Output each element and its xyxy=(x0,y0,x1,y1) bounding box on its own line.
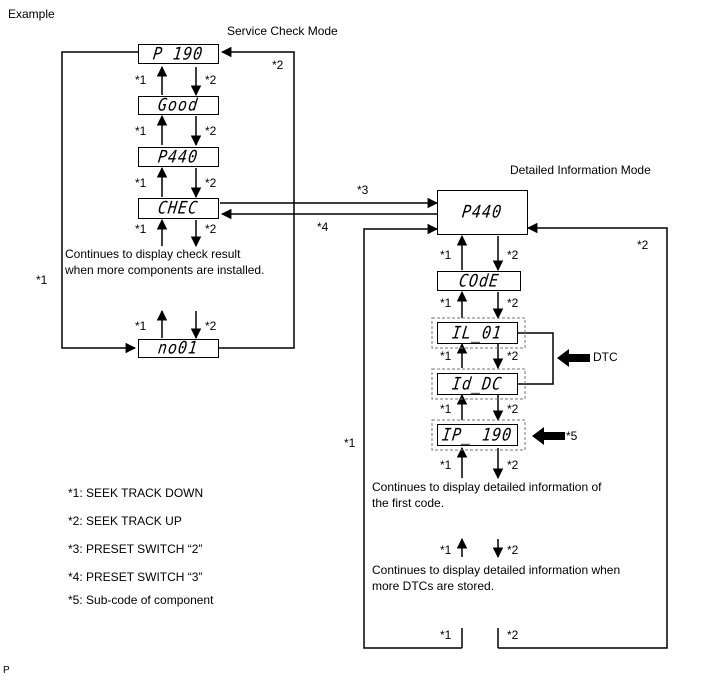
label-s1: *1 xyxy=(36,273,48,287)
detail-note2-line2: more DTCs are stored. xyxy=(372,579,495,593)
display-p440: P440 xyxy=(138,146,219,167)
label-s1: *1 xyxy=(135,73,147,87)
label-s1: *1 xyxy=(135,319,147,333)
display-il01: IL_01 xyxy=(437,322,518,344)
service-note-line2: when more components are installed. xyxy=(65,263,265,277)
detail-mode-title: Detailed Information Mode xyxy=(510,163,651,177)
legend-item-1: *1: SEEK TRACK DOWN xyxy=(68,486,204,500)
label-s1: *1 xyxy=(135,222,147,236)
detail-note1-line2: the first code. xyxy=(372,496,445,510)
label-s1: *1 xyxy=(135,176,147,190)
label-s1: *1 xyxy=(440,458,452,472)
label-s2: *2 xyxy=(507,296,519,310)
label-s1: *1 xyxy=(440,296,452,310)
detail-note1-line1: Continues to display detailed informatio… xyxy=(372,480,602,494)
label-s1: *1 xyxy=(440,543,452,557)
service-note-line1: Continues to display check result xyxy=(65,247,241,261)
label-s3: *3 xyxy=(357,183,369,197)
label-s2: *2 xyxy=(205,222,217,236)
detail-note2-line1: Continues to display detailed informatio… xyxy=(372,563,621,577)
corner-label: P xyxy=(3,665,10,676)
service-mode-title: Service Check Mode xyxy=(227,24,338,38)
label-s1: *1 xyxy=(440,628,452,642)
display-no01: no01 xyxy=(138,338,219,358)
display-iddc: Id_DC xyxy=(437,373,518,395)
label-s2: *2 xyxy=(205,176,217,190)
label-s2: *2 xyxy=(507,543,519,557)
subcode-arrow-icon xyxy=(532,427,565,445)
label-s2: *2 xyxy=(507,349,519,363)
dtc-arrow-icon xyxy=(557,349,590,367)
label-s2: *2 xyxy=(272,58,284,72)
label-s2: *2 xyxy=(205,319,217,333)
dtc-label: DTC xyxy=(593,350,618,364)
label-s2: *2 xyxy=(507,402,519,416)
label-s1: *1 xyxy=(440,402,452,416)
legend-item-2: *2: SEEK TRACK UP xyxy=(68,514,182,528)
label-s5: *5 xyxy=(566,429,578,443)
legend-item-3: *3: PRESET SWITCH “2” xyxy=(68,542,203,556)
display-p190: P 190 xyxy=(138,43,219,64)
label-s4: *4 xyxy=(317,220,329,234)
legend-item-5: *5: Sub-code of component xyxy=(68,593,214,607)
display-ip190: IP_ 190 xyxy=(437,424,518,446)
display-good: Good xyxy=(138,95,219,115)
display-chec: CHEC xyxy=(138,198,219,219)
label-s2: *2 xyxy=(205,73,217,87)
label-s1: *1 xyxy=(440,349,452,363)
label-s2: *2 xyxy=(507,248,519,262)
label-s2: *2 xyxy=(507,458,519,472)
example-label: Example xyxy=(8,7,55,21)
legend-item-4: *4: PRESET SWITCH “3” xyxy=(68,570,203,584)
display-code: COdE xyxy=(437,270,521,291)
label-s1: *1 xyxy=(440,248,452,262)
label-s2: *2 xyxy=(637,238,649,252)
label-s1: *1 xyxy=(344,436,356,450)
label-s2: *2 xyxy=(205,124,217,138)
display-detail-p440: P440 xyxy=(437,190,528,235)
label-s2: *2 xyxy=(507,628,519,642)
label-s1: *1 xyxy=(135,124,147,138)
